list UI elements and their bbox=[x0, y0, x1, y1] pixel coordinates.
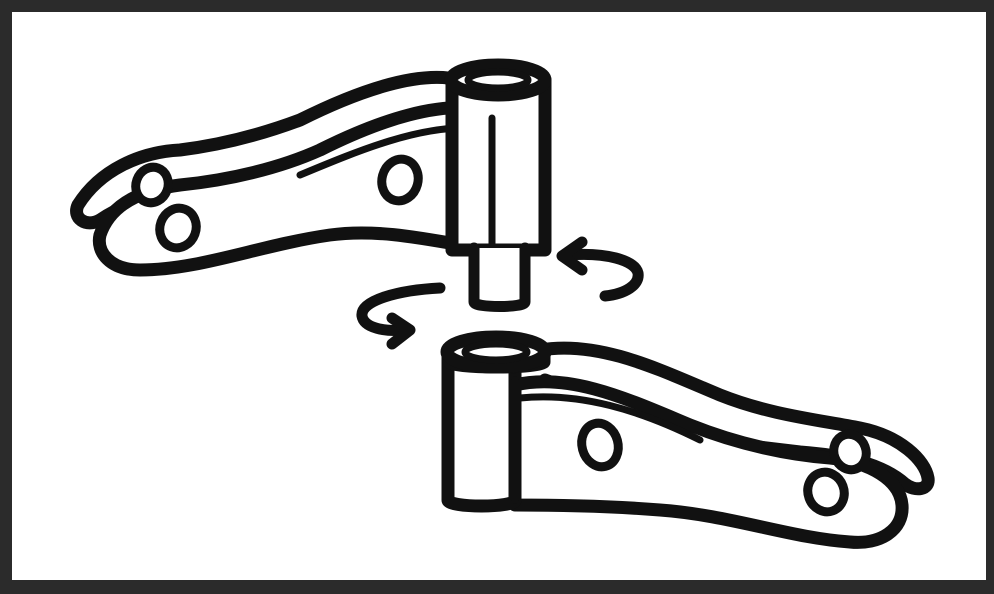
rotate-arrow-left-icon bbox=[562, 242, 638, 296]
rotate-arrow-right-icon bbox=[362, 288, 440, 344]
lower-hinge-leaf-icon bbox=[447, 337, 928, 542]
upper-hinge-leaf-icon bbox=[77, 65, 545, 307]
hinge-pin-icon bbox=[474, 248, 525, 307]
